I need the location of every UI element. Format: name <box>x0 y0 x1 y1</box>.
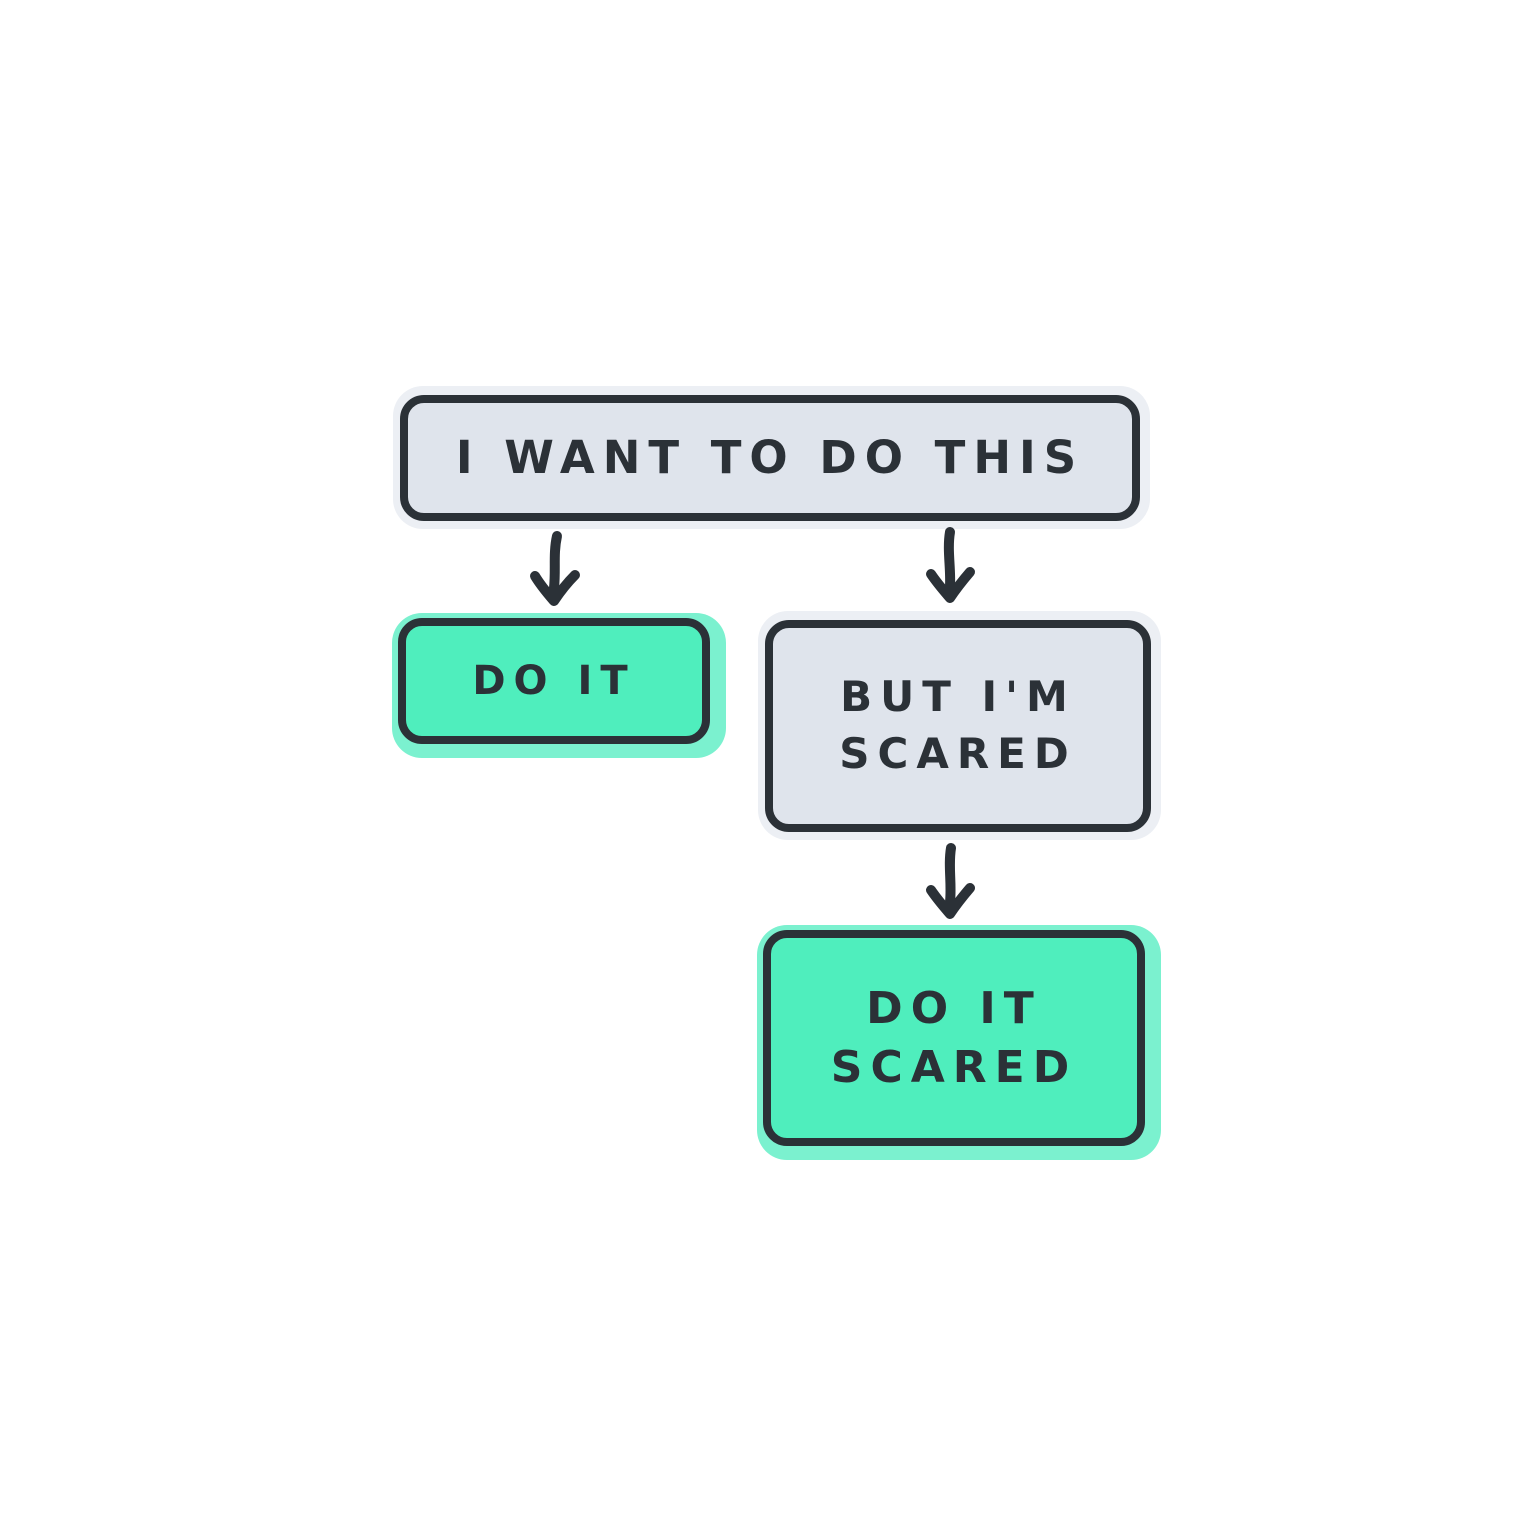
arrow-down-icon <box>522 528 588 618</box>
node-i-want-to-do-this: I WANT TO DO THIS <box>393 386 1150 529</box>
node-but-im-scared: BUT I'M SCARED <box>758 611 1161 840</box>
node-face: BUT I'M SCARED <box>765 620 1151 832</box>
arrow-down-icon <box>917 524 983 614</box>
node-face: DO IT SCARED <box>763 930 1145 1146</box>
node-label: DO IT <box>472 658 636 704</box>
arrow-down-icon <box>917 840 983 930</box>
node-label: BUT I'M SCARED <box>839 672 1077 778</box>
node-do-it: DO IT <box>392 613 726 758</box>
node-face: DO IT <box>398 618 710 744</box>
node-face: I WANT TO DO THIS <box>400 395 1140 521</box>
node-label: I WANT TO DO THIS <box>455 430 1085 484</box>
node-label: DO IT SCARED <box>830 982 1078 1093</box>
node-do-it-scared: DO IT SCARED <box>757 925 1161 1160</box>
